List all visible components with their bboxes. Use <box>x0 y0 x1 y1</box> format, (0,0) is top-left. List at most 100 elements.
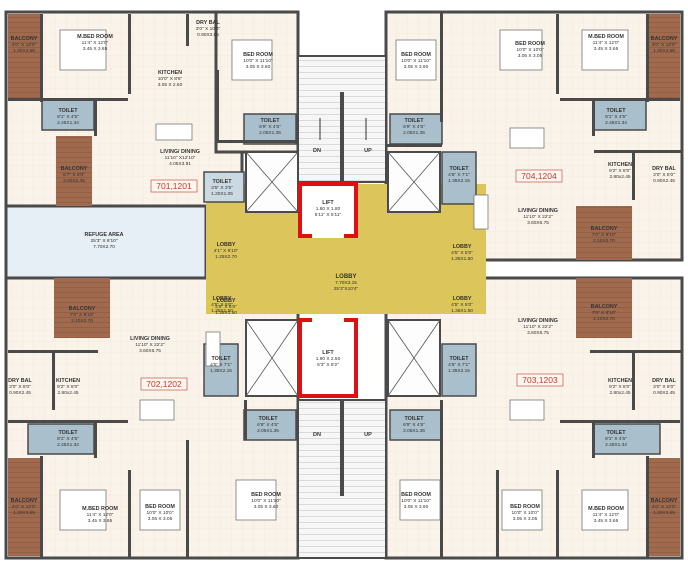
toilet-703-b <box>389 409 443 441</box>
toilet-703-a <box>441 343 477 397</box>
unit-701-room-9-label: TOILET <box>212 179 232 185</box>
unit-703-room-4-label: DRY BAL <box>652 378 676 384</box>
stair-top-up-label: UP <box>364 148 372 154</box>
stair-bottom-dn-label: DN <box>313 432 321 438</box>
unit-702-room-8-dim1: 11'4" X 12'0" <box>87 512 114 518</box>
table-icon <box>509 399 545 421</box>
unit-703-room-2-dim2: 1.35X2.15 <box>448 368 470 374</box>
table-icon <box>509 127 545 149</box>
unit-702-room-2-label: TOILET <box>211 356 231 362</box>
unit-704-room-1-dim1: 10'0" X 10'0" <box>516 47 543 53</box>
unit-704-room-9-dim1: 11'10" X 22'2" <box>523 214 553 220</box>
unit-701-room-6-label: TOILET <box>260 118 280 124</box>
unit-701-room-4-dim1: 10'0" X 8'6" <box>158 76 183 82</box>
refuge-label: REFUGE AREA <box>84 232 123 238</box>
unit-704-room-7-dim2: 2.80x2.45 <box>609 174 630 180</box>
unit-703-room-3-label: KITCHEN <box>608 378 632 384</box>
unit-704-room-7-dim1: 9'2" X 8'0" <box>609 168 631 174</box>
lobby-small-3-dim2: 1.35X1.50 <box>451 308 473 314</box>
unit-704-room-9-label: LIVING/ DINING <box>518 208 558 214</box>
unit-704-room-2-dim1: 11'4" X 12'0" <box>593 40 620 46</box>
lobby-left-floor <box>206 214 246 278</box>
unit-704-room-8-dim1: 3'0" X 8'0" <box>653 172 675 178</box>
unit-704-room-10-dim1: 7'0" X 8'10" <box>592 232 617 238</box>
unit-701-room-7-dim2: 2.00X2.45 <box>63 178 85 184</box>
unit-703-room-10-dim2: 1.20X3.65 <box>653 510 675 516</box>
unit-702-room-1-dim1: 11'10" X 22'2" <box>135 342 165 348</box>
unit-702-room-6-label: TOILET <box>258 416 278 422</box>
bed-icon <box>581 489 629 531</box>
unit-701-room-4-dim2: 3.05 X 2.60 <box>158 82 183 88</box>
lobby-small-2-label: LOBBY <box>213 296 232 302</box>
shaft-bottom-left-x2 <box>245 319 299 397</box>
unit-701-room-2-dim2: 0.90X3.05 <box>197 32 219 38</box>
unit-703-room-9-label: M.BED ROOM <box>588 506 624 512</box>
interior-walls <box>8 12 682 558</box>
lobby-small-1-label: LOBBY <box>453 244 472 250</box>
unit-702-room-5-dim1: 8'1" X 4'5" <box>57 436 79 442</box>
unit-701-room-0-dim2: 1.20X3.65 <box>13 48 35 54</box>
unit-704-room-1-label: BED ROOM <box>515 41 545 47</box>
unit-703-room-4-dim1: 3'0" X 8'0" <box>653 384 675 390</box>
lobby-small-1-dim1: 4'5" X 5'0" <box>451 250 473 256</box>
lift-bottom-dim1: 1.90 X 2.50 <box>316 356 341 362</box>
unit-703-room-5-dim1: 6'9" X 4'5" <box>403 422 425 428</box>
unit-701-room-3-dim2: 3.05 X 3.60 <box>246 64 271 70</box>
unit-702-room-0-label: BALCONY <box>69 306 96 312</box>
unit-703-room-1-dim2: 2.10X2.70 <box>593 316 615 322</box>
unit-704-room-3-label: BALCONY <box>651 36 678 42</box>
unit-703-badge <box>516 373 564 387</box>
unit-701-room-3-label: BED ROOM <box>243 52 273 58</box>
unit-704-room-7-label: KITCHEN <box>608 162 632 168</box>
unit-701-room-5-dim1: 8'1" X 4'5" <box>57 114 79 120</box>
lobby-small-4-hidden-dim1: 4'5" X 5'0" <box>215 304 237 310</box>
unit-703-room-7-dim2: 3.05 X 3.60 <box>404 504 429 510</box>
unit-703-room-3-dim2: 2.80x2.45 <box>609 390 630 396</box>
shaft-bottom-right-x2 <box>387 319 441 397</box>
unit-703-room-3-dim1: 9'2" X 8'0" <box>609 384 631 390</box>
balcony-704-side <box>576 206 632 260</box>
lift-top-dim1: 1.80 X 1.80 <box>316 206 341 212</box>
unit-702-room-10-label: BED ROOM <box>251 492 281 498</box>
lobby-center-label: LOBBY <box>336 274 357 280</box>
bed-icon <box>499 29 543 71</box>
unit-702-room-9-dim2: 3.05 X 3.05 <box>148 516 173 522</box>
shaft-top-left-x2 <box>245 151 299 213</box>
unit-701-room-2-label: DRY BAL <box>196 20 220 26</box>
bed-icon <box>59 29 107 71</box>
toilet-701-a <box>41 99 95 131</box>
unit-701-room-1-dim1: 11'4" X 12'0" <box>82 40 109 46</box>
unit-704-room-10-label: BALCONY <box>591 226 618 232</box>
unit-704-room-5-dim1: 8'1" X 4'5" <box>605 114 627 120</box>
shaft-top-right-x2 <box>387 151 441 213</box>
unit-701-room-8-dim1: 11'10" X12'10" <box>165 155 196 161</box>
lobby-small-2-dim1: 4'5" X 5'0" <box>211 302 233 308</box>
balconies <box>8 14 680 556</box>
toilet-701-b <box>243 113 297 145</box>
toilet-702-b <box>27 423 95 455</box>
unit-701-badge <box>150 179 198 193</box>
lift-top-door <box>312 230 344 238</box>
unit-702-room-10-dim2: 3.05 X 3.60 <box>254 504 279 510</box>
sofa-icon <box>155 123 193 141</box>
lobby-center-dim1: 7.70X3.15 <box>335 280 357 286</box>
unit-703-room-0-label: LIVING/ DINING <box>518 318 558 324</box>
stair-bottom-gap <box>340 400 344 496</box>
unit-703-room-8-label: BED ROOM <box>510 504 540 510</box>
unit-704-room-4-dim2: 2.05X1.35 <box>403 130 425 136</box>
toilet-704-c <box>441 151 477 205</box>
lobby-small-0-label: LOBBY <box>217 242 236 248</box>
unit-704-room-6-dim2: 1.35X2.15 <box>448 178 470 184</box>
bed-icon <box>581 29 629 71</box>
unit-701-room-3-dim1: 10'0" X 11'10" <box>243 58 273 64</box>
unit-701-room-7-dim1: 6'7" X 8'0" <box>63 172 85 178</box>
unit-703-room-2-dim1: 4'5" X 7'1" <box>448 362 470 368</box>
unit-702-room-3-label: DRY BAL <box>8 378 32 384</box>
unit-702-room-2-dim2: 1.35X2.15 <box>210 368 232 374</box>
unit-702-room-2-dim1: 4'5" X 7'1" <box>210 362 232 368</box>
unit-703-room-10-label: BALCONY <box>651 498 678 504</box>
balcony-703-bottom <box>648 458 680 556</box>
unit-704-room-0-dim1: 10'0" X 11'10" <box>401 58 431 64</box>
stair-top-gap <box>340 92 344 182</box>
